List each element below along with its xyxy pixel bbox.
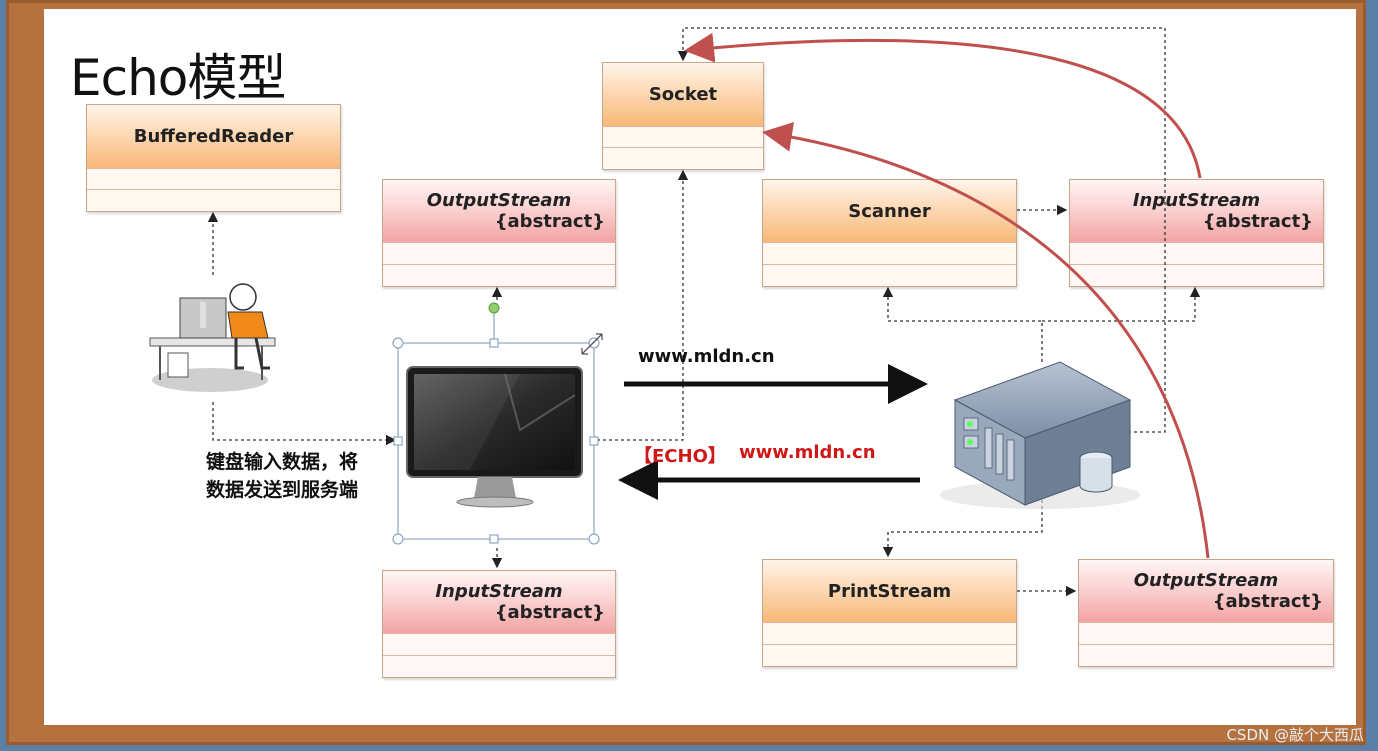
class-scanner: Scanner [762, 179, 1017, 287]
dashed-connector [597, 169, 689, 441]
class-output-stream-server: OutputStream {abstract} [1078, 559, 1334, 667]
class-name: OutputStream [1133, 570, 1279, 591]
resize-icon [581, 333, 603, 355]
class-input-stream-client: InputStream {abstract} [382, 570, 616, 678]
server-icon [940, 361, 1140, 509]
dashed-connector [882, 286, 1043, 362]
class-input-stream-server: InputStream {abstract} [1069, 179, 1324, 287]
class-stereotype: {abstract} [1202, 211, 1313, 232]
request-label: www.mldn.cn [638, 346, 775, 367]
monitor-selection-frame [392, 302, 600, 545]
monitor-icon [406, 366, 583, 508]
class-name: PrintStream [827, 580, 952, 602]
class-output-stream-client: OutputStream {abstract} [382, 179, 616, 287]
echo-tag: 【ECHO】 [634, 446, 726, 467]
caption-line-1: 键盘输入数据，将 [206, 451, 359, 473]
class-name: OutputStream [426, 190, 572, 211]
class-name: Scanner [848, 200, 931, 222]
caption-line-2: 数据发送到服务端 [206, 479, 359, 501]
class-name: InputStream [1132, 190, 1261, 211]
class-socket: Socket [602, 62, 764, 170]
class-buffered-reader: BufferedReader [86, 104, 341, 212]
dashed-connector [1042, 286, 1201, 322]
slide-title: Echo模型 [70, 49, 286, 107]
class-stereotype: {abstract} [494, 602, 605, 623]
watermark: CSDN @敲个大西瓜 [1226, 726, 1364, 744]
class-name: Socket [648, 84, 718, 105]
red-curve-arrow [684, 32, 1202, 179]
class-print-stream: PrintStream [762, 559, 1017, 667]
dashed-connector [212, 402, 397, 446]
dashed-connector [882, 500, 1043, 558]
class-stereotype: {abstract} [1212, 591, 1323, 612]
dashed-connector [677, 27, 1166, 433]
class-name: BufferedReader [133, 126, 294, 147]
class-name: InputStream [435, 581, 563, 602]
red-curve-arrow [762, 121, 1210, 559]
echo-label: www.mldn.cn [739, 442, 876, 463]
class-stereotype: {abstract} [494, 211, 605, 232]
person-at-computer-icon [149, 283, 276, 392]
